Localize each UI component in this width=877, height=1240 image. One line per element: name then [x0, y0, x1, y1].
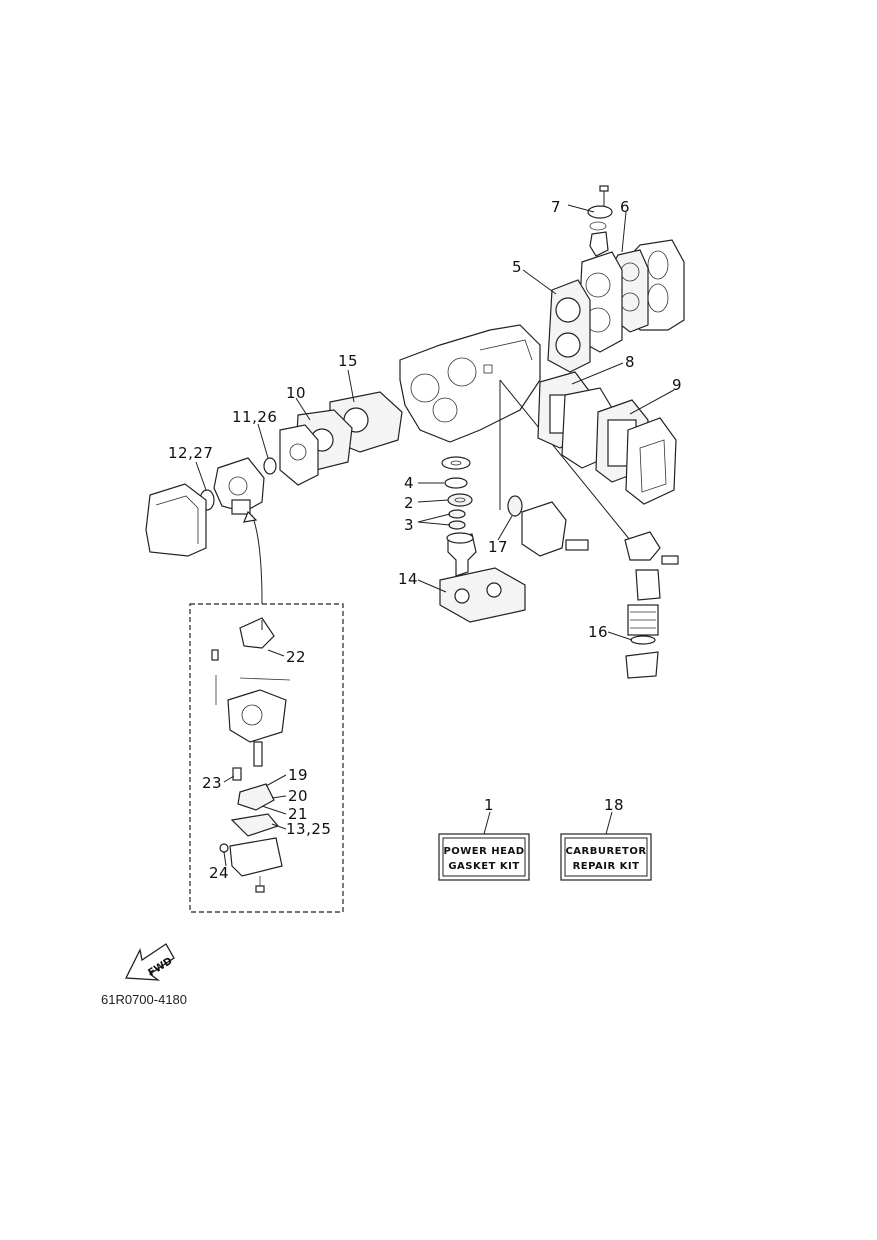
callout-16: 16 — [588, 623, 608, 641]
detail-leader-line — [251, 514, 263, 605]
fuel-pump — [521, 501, 589, 557]
callout-10: 10 — [286, 384, 306, 402]
intake-manifold — [279, 424, 319, 486]
callout-5: 5 — [512, 258, 522, 276]
carburetor-repair-kit: CARBURETOR REPAIR KIT — [560, 833, 652, 881]
fwd-arrow-icon: FWD — [124, 943, 175, 981]
carburetor-kit-line1: CARBURETOR — [565, 846, 646, 857]
carburetor-detail — [211, 617, 291, 893]
callout-22: 22 — [286, 648, 306, 666]
callout-11-26: 11,26 — [232, 408, 277, 426]
fuel-pump-gasket — [507, 495, 523, 517]
callout-20: 20 — [288, 787, 308, 805]
base-gasket — [439, 567, 526, 623]
callout-4: 4 — [404, 474, 414, 492]
callout-24: 24 — [209, 864, 229, 882]
callout-14: 14 — [398, 570, 418, 588]
callout-23: 23 — [202, 774, 222, 792]
lower-bearing-housing — [446, 532, 477, 577]
callout-13-25: 13,25 — [286, 820, 331, 838]
callout-7: 7 — [551, 198, 561, 216]
callout-8: 8 — [625, 353, 635, 371]
carburetor-assembly — [213, 457, 265, 515]
oil-seal-washer — [441, 456, 471, 470]
callout-3: 3 — [404, 516, 414, 534]
callout-21: 21 — [288, 805, 308, 823]
oil-seal-3 — [448, 509, 466, 530]
fuel-filter — [624, 531, 679, 679]
thermostat — [587, 185, 613, 257]
callout-18: 18 — [604, 796, 624, 814]
o-ring-4 — [444, 477, 468, 489]
callout-9: 9 — [672, 376, 682, 394]
callout-2: 2 — [404, 494, 414, 512]
callout-19: 19 — [288, 766, 308, 784]
callout-17: 17 — [488, 538, 508, 556]
callout-1: 1 — [484, 796, 494, 814]
exhaust-outer-cover — [625, 417, 677, 505]
cylinder-block — [399, 324, 541, 443]
power-head-gasket-kit: POWER HEAD GASKET KIT — [438, 833, 530, 881]
callout-12-27: 12,27 — [168, 444, 213, 462]
carburetor-kit-line2: REPAIR KIT — [573, 861, 640, 872]
oil-seal-2 — [447, 493, 473, 507]
power-head-kit-line1: POWER HEAD — [443, 846, 524, 857]
o-ring-small — [263, 457, 277, 475]
power-head-kit-line2: GASKET KIT — [448, 861, 519, 872]
silencer-cover — [145, 483, 207, 557]
exhaust-gasket — [547, 279, 591, 373]
diagram-code: 61R0700-4180 — [101, 992, 187, 1007]
callout-15: 15 — [338, 352, 358, 370]
leader-lines — [195, 204, 675, 867]
carburetor-detail-box — [189, 603, 344, 913]
callout-6: 6 — [620, 198, 630, 216]
